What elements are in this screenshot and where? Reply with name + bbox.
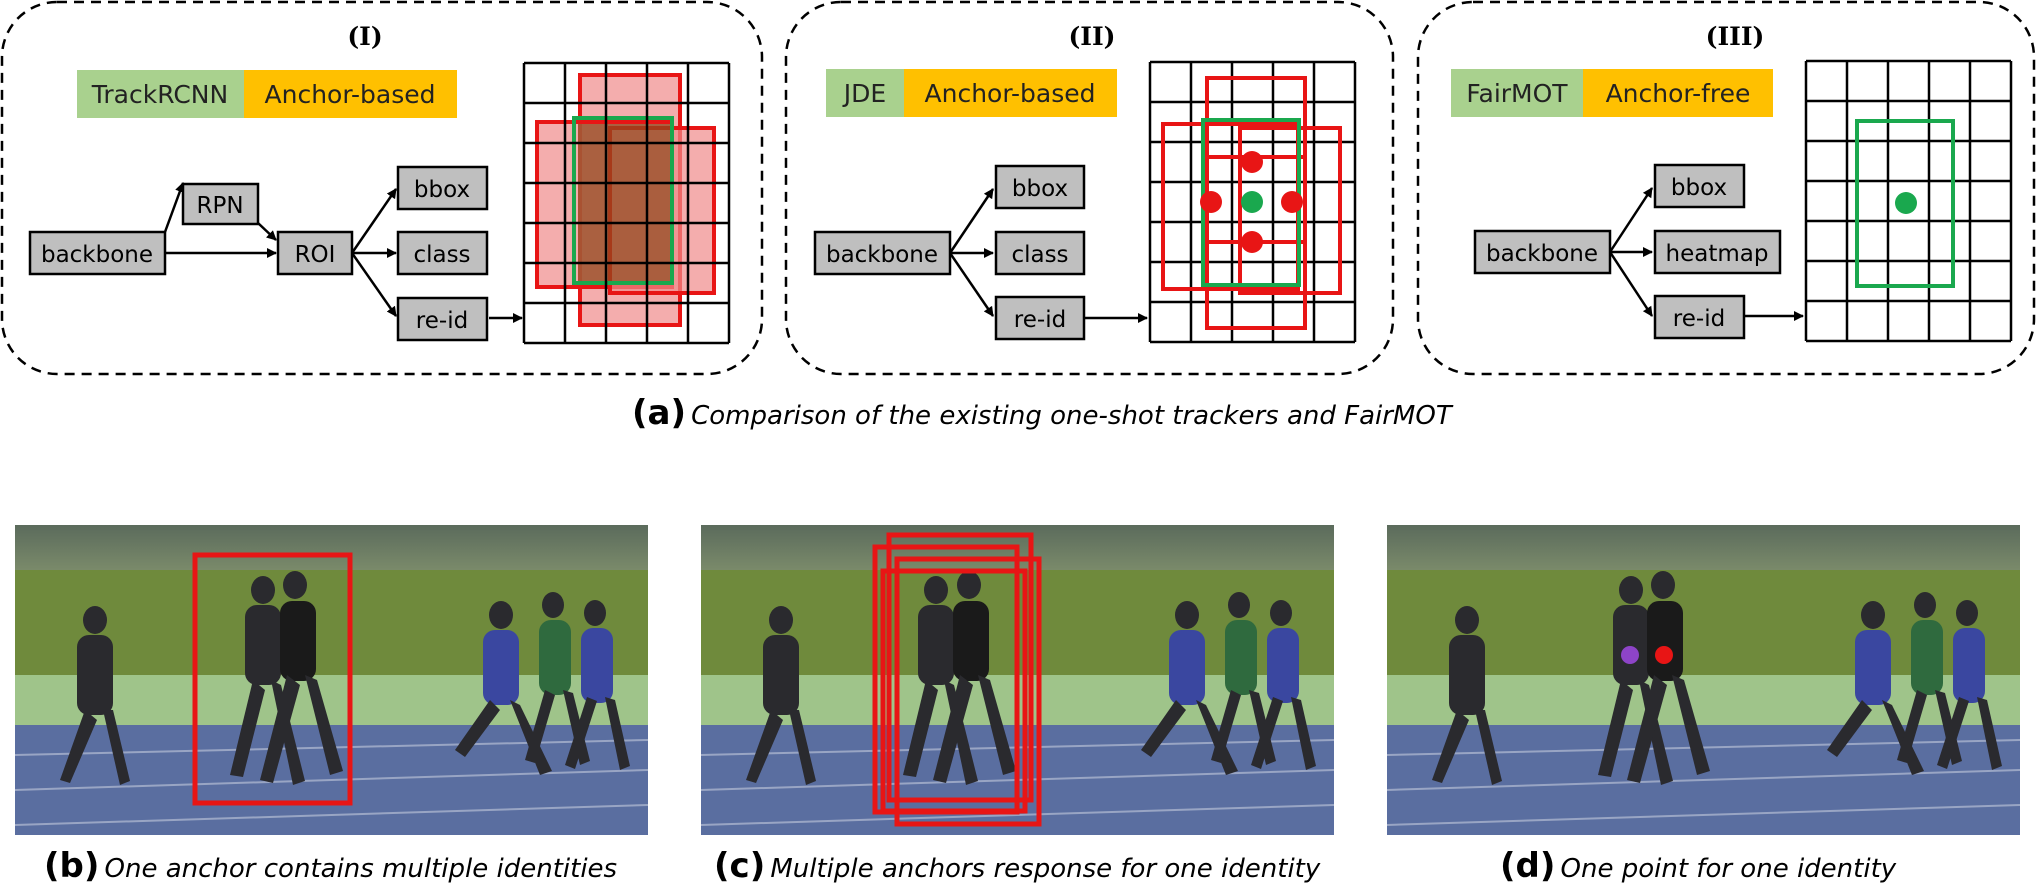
arrow-backbone-rpn [163,182,185,233]
caption-a-text: Comparison of the existing one-shot trac… [691,401,1452,431]
object-center-point [1895,192,1917,214]
caption-b-text: One anchor contains multiple identities [104,854,618,884]
identity-center-point-red [1655,646,1673,664]
anchor-box [1238,126,1342,295]
caption-a: (a) Comparison of the existing one-shot … [632,393,1452,433]
node-backbone-label: backbone [41,242,153,268]
node-bbox [1653,163,1746,209]
method-label-bg [1451,69,1583,117]
node-backbone [813,230,952,276]
panel-border [0,0,764,376]
panel-trackrcnn: (I) TrackRCNN Anchor-based backbone RPN … [0,0,764,376]
node-reid-label: re-id [1014,307,1066,333]
runner-silhouettes [1432,571,2002,785]
anchor-center-point [1241,151,1263,173]
anchor-center-point [1241,231,1263,253]
node-bbox [994,164,1086,210]
method-label: FairMOT [1466,79,1568,108]
node-bbox-label: bbox [1012,176,1068,202]
node-rpn-label: RPN [196,193,243,219]
feature-grid [1804,59,2013,343]
caption-a-letter: (a) [632,393,687,433]
node-bbox-label: bbox [1671,175,1727,201]
caption-b: (b) One anchor contains multiple identit… [44,846,617,886]
ground-truth-box [572,116,674,285]
node-roi [276,230,354,276]
photo-panel-d [1386,525,2021,835]
node-class-label: class [413,242,470,268]
panel-roman-numeral: (II) [1068,22,1115,51]
caption-c: (c) Multiple anchors response for one id… [714,846,1320,886]
method-label: TrackRCNN [91,80,228,109]
anchor-type-bg [904,69,1117,117]
photo-panel-b [14,525,649,835]
runner-silhouettes [746,571,1316,785]
node-reid-label: re-id [416,308,468,334]
method-label-bg [826,69,904,117]
caption-b-letter: (b) [44,846,100,886]
feature-grid [1148,60,1357,344]
runner-silhouettes [60,571,630,785]
panel-fairmot: (III) FairMOT Anchor-free backbone bbox … [1416,0,2036,376]
node-backbone [1473,229,1612,275]
node-class-label: class [1011,242,1068,268]
single-anchor-box [192,552,353,806]
method-label-bg [77,70,244,118]
identity-center-point-purple [1621,646,1639,664]
node-backbone-label: backbone [1486,241,1598,267]
anchor-center-point [1281,191,1303,213]
node-backbone-label: backbone [826,242,938,268]
overlap-region [578,124,672,282]
node-class [994,230,1086,276]
object-center-point [1241,191,1263,213]
arrow-backbone-reid [948,252,995,317]
panel-roman-numeral: (I) [347,22,382,51]
node-roi-label: ROI [295,242,336,268]
arrow-roi-bbox [350,188,398,254]
panel-border [784,0,1395,376]
feature-grid [522,61,731,345]
caption-c-letter: (c) [714,846,766,886]
node-heatmap [1653,229,1782,275]
anchor-type-bg [244,70,457,118]
node-heatmap-label: heatmap [1666,241,1769,267]
caption-d: (d) One point for one identity [1500,846,1896,886]
photo-panel-c [700,525,1335,835]
anchor-center-point [1200,191,1222,213]
node-reid [1653,294,1746,340]
arrow-backbone-bbox [1608,187,1654,253]
panel-roman-numeral: (III) [1706,22,1765,51]
anchor-type-label: Anchor-based [265,80,436,109]
arrow-backbone-bbox [948,188,995,254]
anchor-type-bg [1583,69,1773,117]
caption-c-text: Multiple anchors response for one identi… [770,854,1321,884]
node-bbox [396,165,489,211]
node-reid [396,296,489,342]
caption-d-letter: (d) [1500,846,1556,886]
caption-d-text: One point for one identity [1560,854,1897,884]
node-reid-label: re-id [1673,306,1725,332]
method-label: JDE [842,79,886,108]
anchor-box [894,556,1042,827]
node-bbox-label: bbox [414,177,470,203]
anchor-box [886,532,1034,803]
node-class [396,230,489,276]
anchor-box [880,568,1028,814]
arrow-roi-reid [350,252,398,317]
node-reid [994,295,1086,341]
arrow-backbone-reid [1608,251,1654,317]
node-backbone [28,230,167,276]
ground-truth-box [1855,119,1955,288]
node-rpn [181,182,260,226]
panel-jde: (II) JDE Anchor-based backbone bbox clas… [784,0,1395,376]
panel-border [1416,0,2036,376]
anchor-type-label: Anchor-based [925,79,1096,108]
anchor-type-label: Anchor-free [1606,79,1751,108]
arrow-rpn-roi [257,222,277,241]
